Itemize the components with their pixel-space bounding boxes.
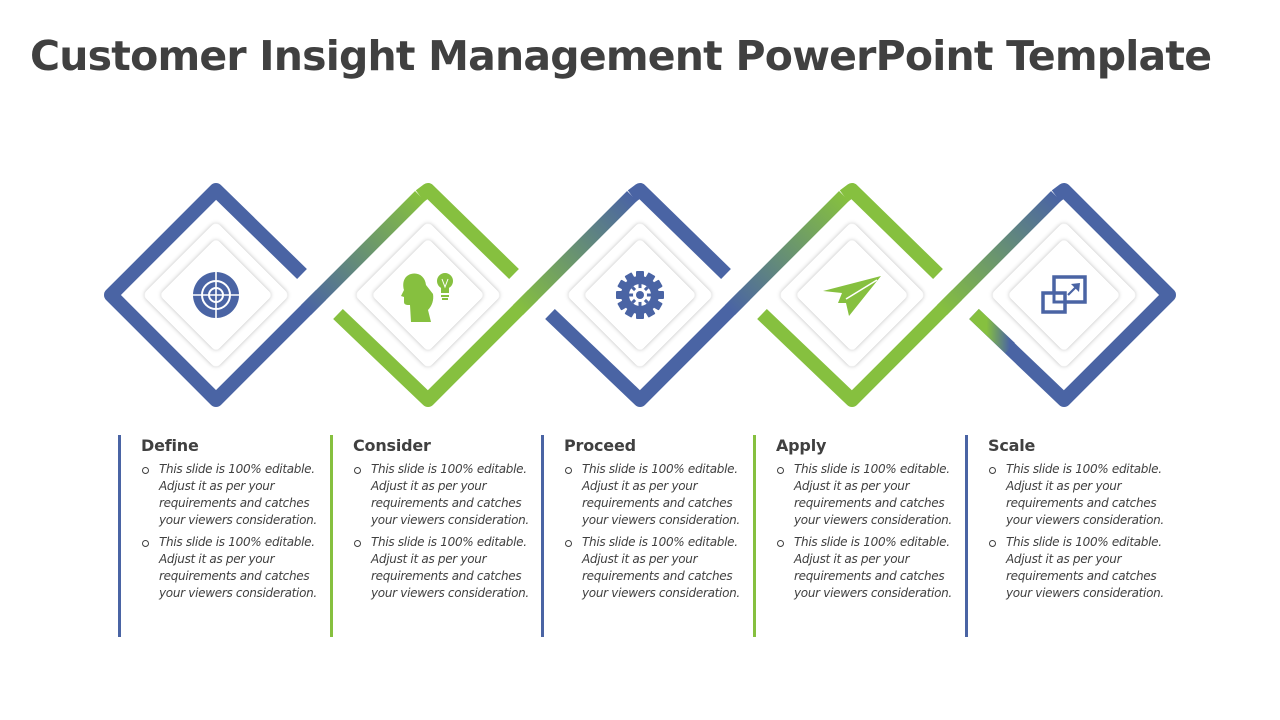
step-bullet: This slide is 100% editable. Adjust it a… bbox=[776, 534, 958, 602]
bullet-text: This slide is 100% editable. Adjust it a… bbox=[371, 535, 529, 600]
diamond-apply bbox=[757, 183, 962, 407]
step-bullet: This slide is 100% editable. Adjust it a… bbox=[353, 461, 535, 529]
step-bullet: This slide is 100% editable. Adjust it a… bbox=[353, 534, 535, 602]
bullet-circle-icon bbox=[565, 467, 572, 474]
step-bullet: This slide is 100% editable. Adjust it a… bbox=[141, 534, 323, 602]
step-bullet: This slide is 100% editable. Adjust it a… bbox=[988, 534, 1170, 602]
diamond-consider bbox=[333, 183, 538, 407]
connector-3-4 bbox=[725, 191, 849, 315]
bullet-text: This slide is 100% editable. Adjust it a… bbox=[371, 462, 529, 527]
step-column-scale: Scale This slide is 100% editable. Adjus… bbox=[965, 435, 1170, 637]
step-column-consider: Consider This slide is 100% editable. Ad… bbox=[330, 435, 535, 637]
scale-up-window-icon bbox=[1041, 275, 1087, 314]
connector-1-2 bbox=[301, 191, 425, 315]
slide-title: Customer Insight Management PowerPoint T… bbox=[30, 32, 1212, 80]
step-heading: Proceed bbox=[564, 436, 636, 455]
bullet-text: This slide is 100% editable. Adjust it a… bbox=[1006, 535, 1164, 600]
bullet-circle-icon bbox=[142, 467, 149, 474]
bullet-circle-icon bbox=[989, 540, 996, 547]
bullet-text: This slide is 100% editable. Adjust it a… bbox=[582, 462, 740, 527]
bullet-text: This slide is 100% editable. Adjust it a… bbox=[794, 462, 952, 527]
step-bullet: This slide is 100% editable. Adjust it a… bbox=[988, 461, 1170, 529]
bullet-circle-icon bbox=[142, 540, 149, 547]
bullet-text: This slide is 100% editable. Adjust it a… bbox=[159, 535, 317, 600]
step-bullet: This slide is 100% editable. Adjust it a… bbox=[141, 461, 323, 529]
step-heading: Define bbox=[141, 436, 199, 455]
target-icon bbox=[191, 270, 241, 320]
diamond-proceed bbox=[545, 183, 750, 407]
paper-plane-icon bbox=[823, 276, 881, 316]
diamond-scale bbox=[969, 183, 1176, 407]
connector-2-3 bbox=[513, 191, 637, 315]
bullet-circle-icon bbox=[354, 467, 361, 474]
step-heading: Apply bbox=[776, 436, 827, 455]
step-column-proceed: Proceed This slide is 100% editable. Adj… bbox=[541, 435, 746, 637]
step-bullet: This slide is 100% editable. Adjust it a… bbox=[564, 461, 746, 529]
bullet-text: This slide is 100% editable. Adjust it a… bbox=[582, 535, 740, 600]
bullet-text: This slide is 100% editable. Adjust it a… bbox=[1006, 462, 1164, 527]
step-heading: Consider bbox=[353, 436, 431, 455]
step-bullet: This slide is 100% editable. Adjust it a… bbox=[776, 461, 958, 529]
bullet-circle-icon bbox=[777, 540, 784, 547]
gear-icon bbox=[616, 271, 664, 319]
bullet-text: This slide is 100% editable. Adjust it a… bbox=[159, 462, 317, 527]
step-bullet: This slide is 100% editable. Adjust it a… bbox=[564, 534, 746, 602]
head-lightbulb-icon bbox=[401, 273, 453, 322]
step-heading: Scale bbox=[988, 436, 1036, 455]
bullet-circle-icon bbox=[565, 540, 572, 547]
step-column-apply: Apply This slide is 100% editable. Adjus… bbox=[753, 435, 958, 637]
bullet-circle-icon bbox=[777, 467, 784, 474]
bullet-text: This slide is 100% editable. Adjust it a… bbox=[794, 535, 952, 600]
step-column-define: Define This slide is 100% editable. Adju… bbox=[118, 435, 323, 637]
bullet-circle-icon bbox=[354, 540, 361, 547]
connector-4-5 bbox=[937, 191, 1061, 315]
step-descriptions: Define This slide is 100% editable. Adju… bbox=[118, 435, 1218, 640]
diamond-define bbox=[104, 183, 326, 407]
bullet-circle-icon bbox=[989, 467, 996, 474]
